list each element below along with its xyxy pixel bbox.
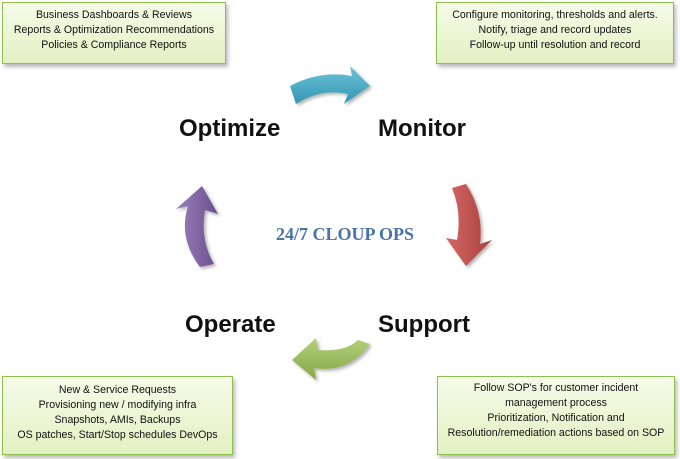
support-note-line: Resolution/remediation actions based on … xyxy=(447,427,665,439)
operate-notes-box: New & Service Requests Provisioning new … xyxy=(2,376,233,455)
arrow-support-to-operate xyxy=(292,338,370,380)
operate-note-line: Provisioning new / modifying infra xyxy=(38,399,197,411)
phase-label-support: Support xyxy=(378,311,470,338)
arrow-optimize-to-monitor xyxy=(290,66,370,104)
arrow-monitor-to-support xyxy=(446,184,492,266)
phase-label-optimize: Optimize xyxy=(179,115,281,142)
support-note-line: Prioritization, Notification and xyxy=(487,412,625,424)
arrow-operate-to-optimize xyxy=(176,186,218,267)
optimize-note-line: Policies & Compliance Reports xyxy=(41,39,187,51)
monitor-note-line: Follow-up until resolution and record xyxy=(469,39,641,51)
phase-label-operate: Operate xyxy=(185,311,276,338)
operate-note-line: OS patches, Start/Stop schedules DevOps xyxy=(17,429,218,441)
phase-label-monitor: Monitor xyxy=(378,115,466,142)
optimize-note-line: Reports & Optimization Recommendations xyxy=(13,24,215,36)
support-notes-box: Follow SOP's for customer incident manag… xyxy=(437,376,675,455)
monitor-note-line: Configure monitoring, thresholds and ale… xyxy=(452,9,658,21)
center-title: 24/7 CLOUP OPS xyxy=(275,224,414,244)
optimize-note-line: Business Dashboards & Reviews xyxy=(35,9,193,21)
monitor-notes-box: Configure monitoring, thresholds and ale… xyxy=(436,2,674,64)
support-note-line: Follow SOP's for customer incident manag… xyxy=(473,382,639,409)
operate-note-line: New & Service Requests xyxy=(58,384,177,396)
operate-note-line: Snapshots, AMIs, Backups xyxy=(54,414,181,426)
monitor-note-line: Notify, triage and record updates xyxy=(478,24,632,36)
optimize-notes-box: Business Dashboards & Reviews Reports & … xyxy=(2,2,226,64)
